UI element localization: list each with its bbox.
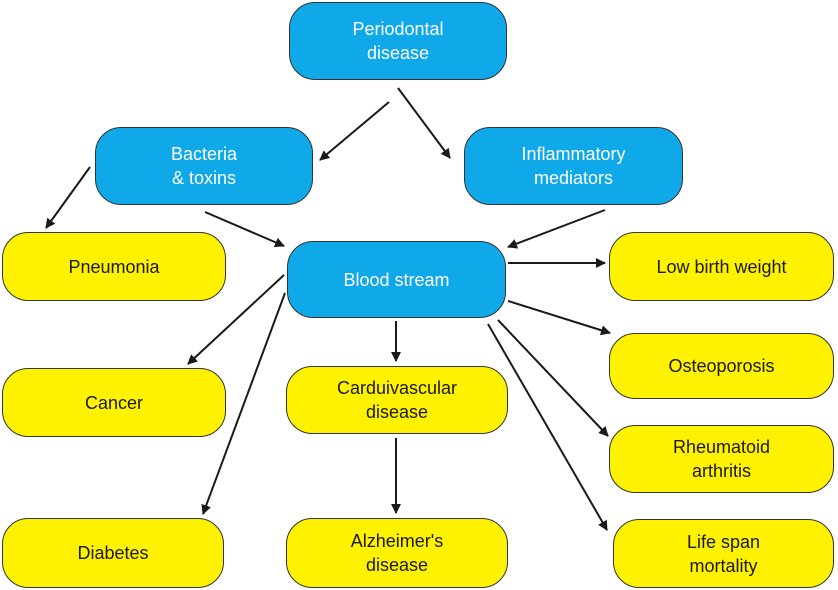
arrow-inflammatory-to-blood — [507, 209, 606, 249]
arrow-bacteria-to-pneumonia — [45, 166, 91, 229]
arrow-blood-to-lifespan — [487, 323, 608, 531]
arrow-bacteria-to-blood — [204, 211, 285, 248]
node-osteoporosis: Osteoporosis — [609, 333, 834, 399]
arrow-periodontal-to-bacteria — [319, 101, 390, 161]
node-life-span-mortality: Life span mortality — [613, 519, 834, 588]
node-diabetes: Diabetes — [2, 518, 224, 588]
node-alzheimers-disease: Alzheimer's disease — [286, 518, 508, 588]
node-cardiovascular-disease: Carduivascular disease — [286, 366, 508, 434]
node-cancer: Cancer — [2, 368, 226, 437]
arrow-blood-to-osteo — [507, 300, 611, 336]
node-periodontal-disease: Periodontal disease — [289, 2, 507, 80]
node-blood-stream: Blood stream — [287, 241, 506, 318]
arrow-blood-to-cancer — [187, 274, 285, 365]
arrow-blood-to-diabetes — [201, 292, 286, 515]
arrow-blood-to-rheum — [497, 319, 609, 437]
node-inflammatory-mediators: Inflammatory mediators — [464, 127, 683, 205]
node-bacteria-toxins: Bacteria & toxins — [95, 127, 313, 205]
arrow-periodontal-to-inflammatory — [397, 87, 451, 159]
node-low-birth-weight: Low birth weight — [609, 232, 834, 301]
node-pneumonia: Pneumonia — [2, 232, 226, 301]
node-rheumatoid-arthritis: Rheumatoid arthritis — [609, 425, 834, 493]
